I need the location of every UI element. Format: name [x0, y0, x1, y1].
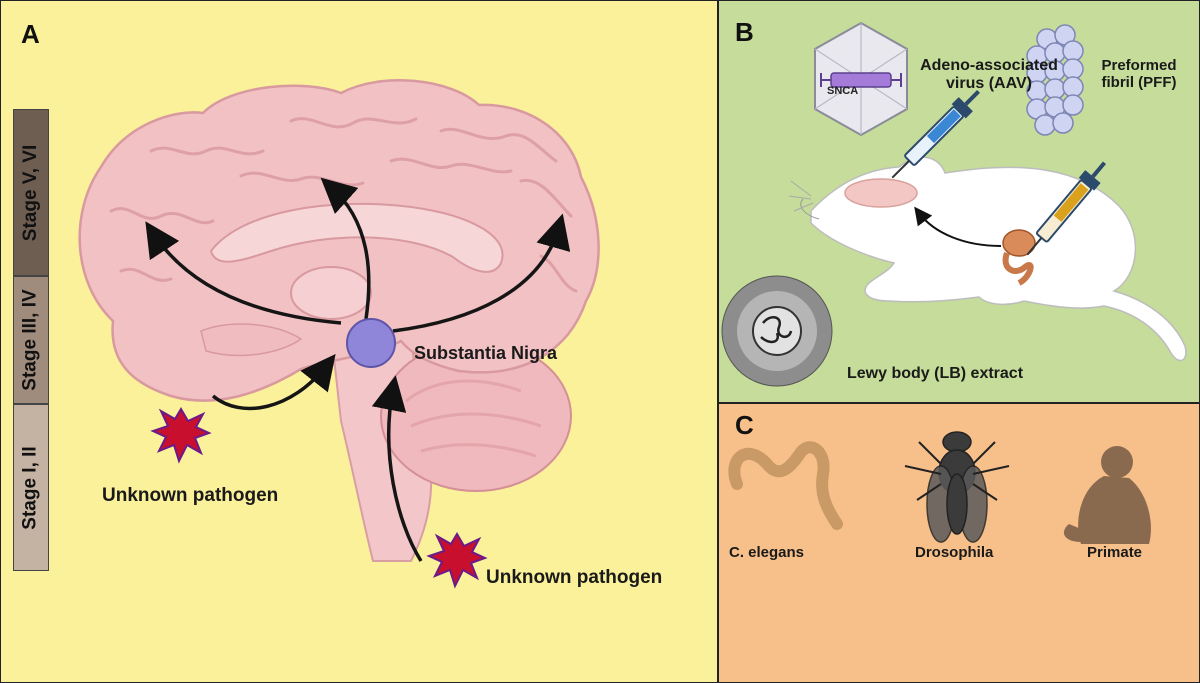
pff-label-line2: fibril (PFF): [1101, 74, 1177, 92]
stage-i-ii-bar: Stage I, II: [13, 404, 49, 571]
mouse-model-illustration: [721, 21, 1187, 387]
panel-c-letter: C: [735, 410, 754, 440]
mouse-gut: [1002, 229, 1036, 286]
pff-label: Preformed fibril (PFF): [1091, 57, 1187, 92]
pathogen-star-1: [150, 407, 212, 464]
pathogen-star-2: [426, 532, 488, 589]
stage-v-vi-bar: Stage V, VI: [13, 109, 49, 276]
pff-fibril-icon: [1026, 24, 1084, 136]
primate-icon: [1063, 446, 1151, 544]
syringe-yellow: [1026, 161, 1107, 256]
stage-v-vi-label: Stage V, VI: [20, 144, 41, 241]
panel-b: B: [718, 0, 1200, 403]
spread-arrow-from-gut: [371, 375, 423, 562]
lewy-body-icon: [721, 275, 833, 387]
panel-a: A: [0, 0, 718, 683]
mouse-brain: [844, 178, 918, 208]
mouse-body: [810, 156, 1187, 362]
pff-label-line1: Preformed: [1101, 57, 1177, 74]
brain-illustration: [78, 78, 600, 589]
pathogen-label-1: Unknown pathogen: [102, 485, 279, 506]
organism-label-primate: Primate: [1087, 544, 1143, 561]
organism-label-c-elegans: C. elegans: [729, 544, 805, 561]
panel-c: C C. elegans Drosophila Primate: [718, 403, 1200, 683]
thalamus: [290, 266, 372, 320]
aav-virus-icon: [814, 21, 908, 137]
substantia-nigra-circle: [346, 318, 396, 368]
stage-iii-iv-bar: Stage III, IV: [13, 276, 49, 404]
panel-a-letter: A: [21, 19, 40, 49]
spread-arrow-left: [145, 221, 342, 325]
drosophila-icon: [904, 431, 1010, 543]
aav-label-line1: Adeno-associated: [920, 57, 1058, 74]
syringe-blue: [891, 90, 980, 179]
organism-label-drosophila: Drosophila: [915, 544, 994, 561]
aav-label: Adeno-associated virus (AAV): [914, 57, 1064, 94]
substantia-nigra-label: Substantia Nigra: [414, 343, 558, 363]
organism-illustrations: [728, 431, 1151, 544]
lewy-body-label: Lewy body (LB) extract: [847, 365, 1024, 382]
spread-arrow-right: [392, 213, 571, 333]
c-elegans-icon: [728, 441, 843, 530]
gut-to-brain-arrow: [914, 206, 1002, 247]
aav-label-line2: virus (AAV): [946, 75, 1032, 93]
stage-iii-iv-label: Stage III, IV: [20, 289, 41, 391]
spread-arrow-top: [320, 177, 371, 320]
stage-i-ii-label: Stage I, II: [20, 445, 42, 530]
snca-label: SNCA: [827, 85, 859, 97]
spread-arrow-from-nose: [211, 353, 336, 411]
panel-b-letter: B: [735, 17, 754, 47]
pathogen-label-2: Unknown pathogen: [486, 567, 663, 588]
